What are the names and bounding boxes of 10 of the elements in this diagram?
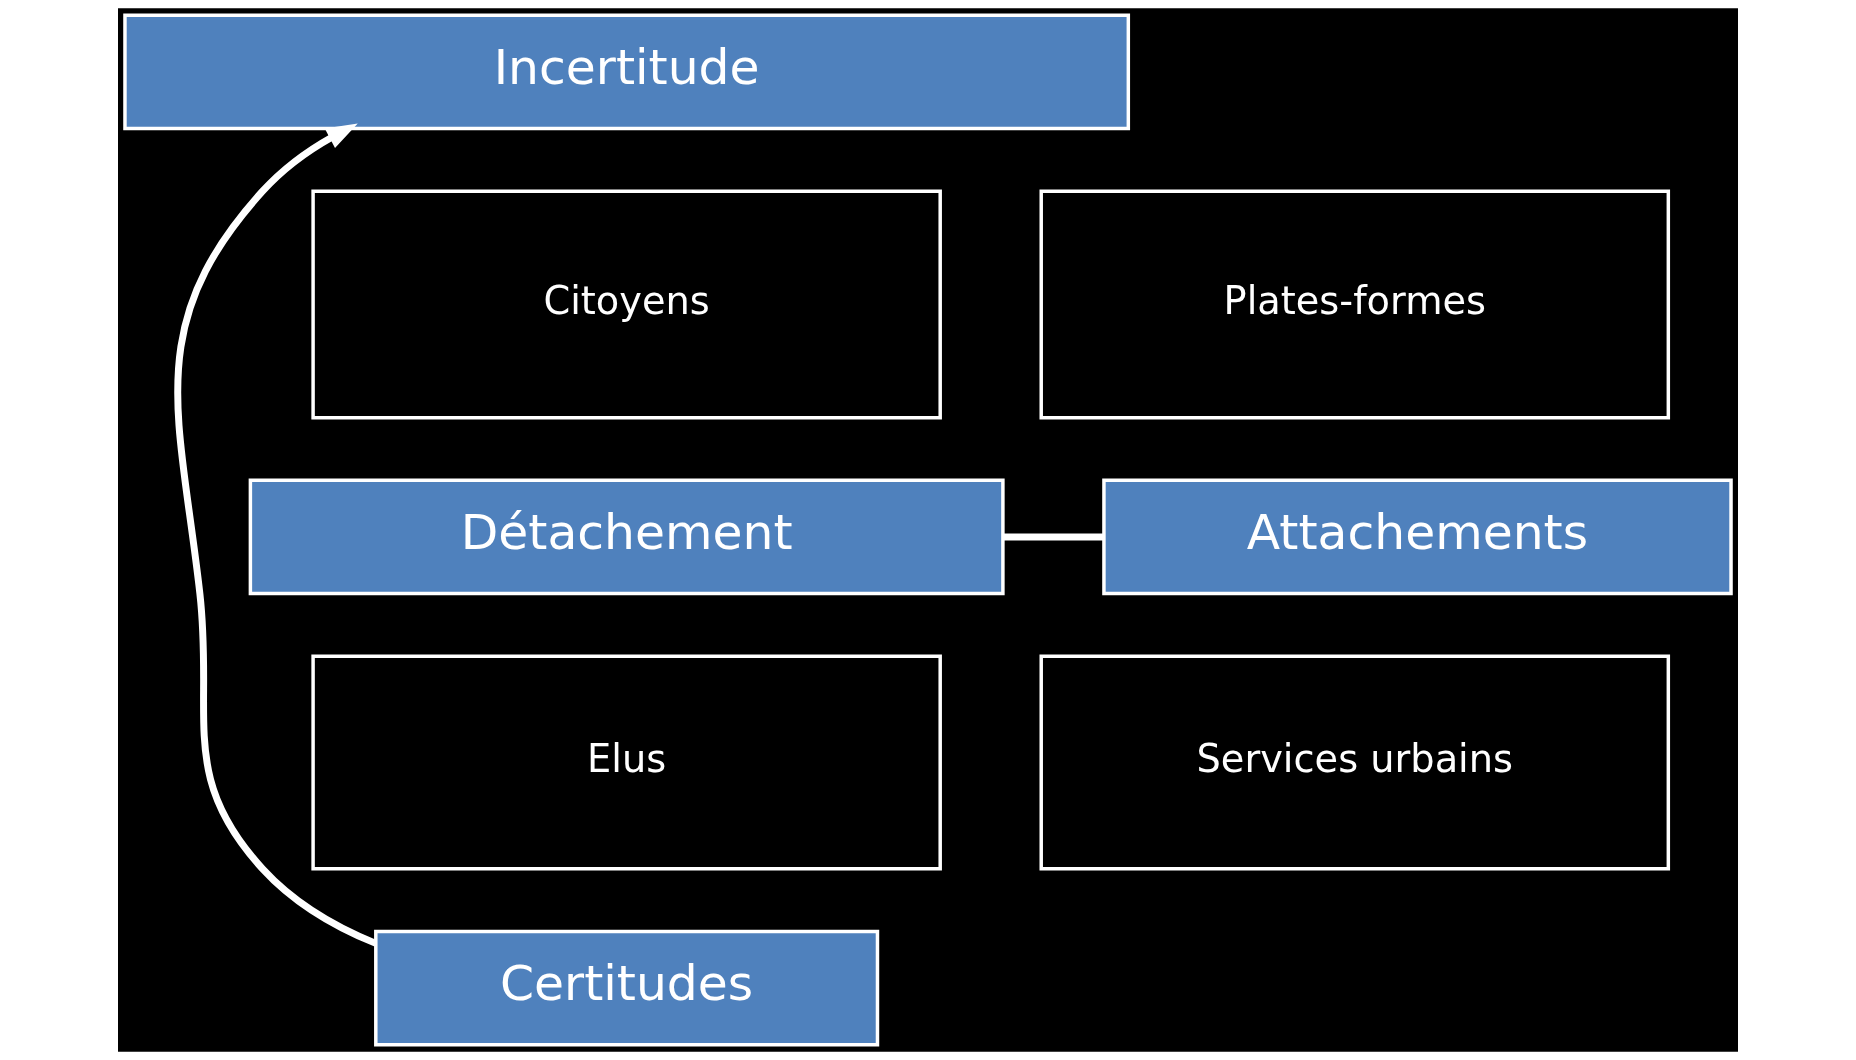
connector	[1003, 533, 1104, 541]
node-box: Incertitude	[123, 13, 1131, 131]
node-box: Elus	[311, 654, 942, 871]
node-box: Détachement	[248, 478, 1005, 596]
node-box: Plates-formes	[1039, 189, 1671, 420]
node-box: Services urbains	[1039, 654, 1671, 871]
node-box: Certitudes	[374, 929, 880, 1047]
arrow	[174, 123, 378, 947]
node-box: Citoyens	[311, 189, 942, 420]
node-box: Attachements	[1102, 478, 1733, 596]
